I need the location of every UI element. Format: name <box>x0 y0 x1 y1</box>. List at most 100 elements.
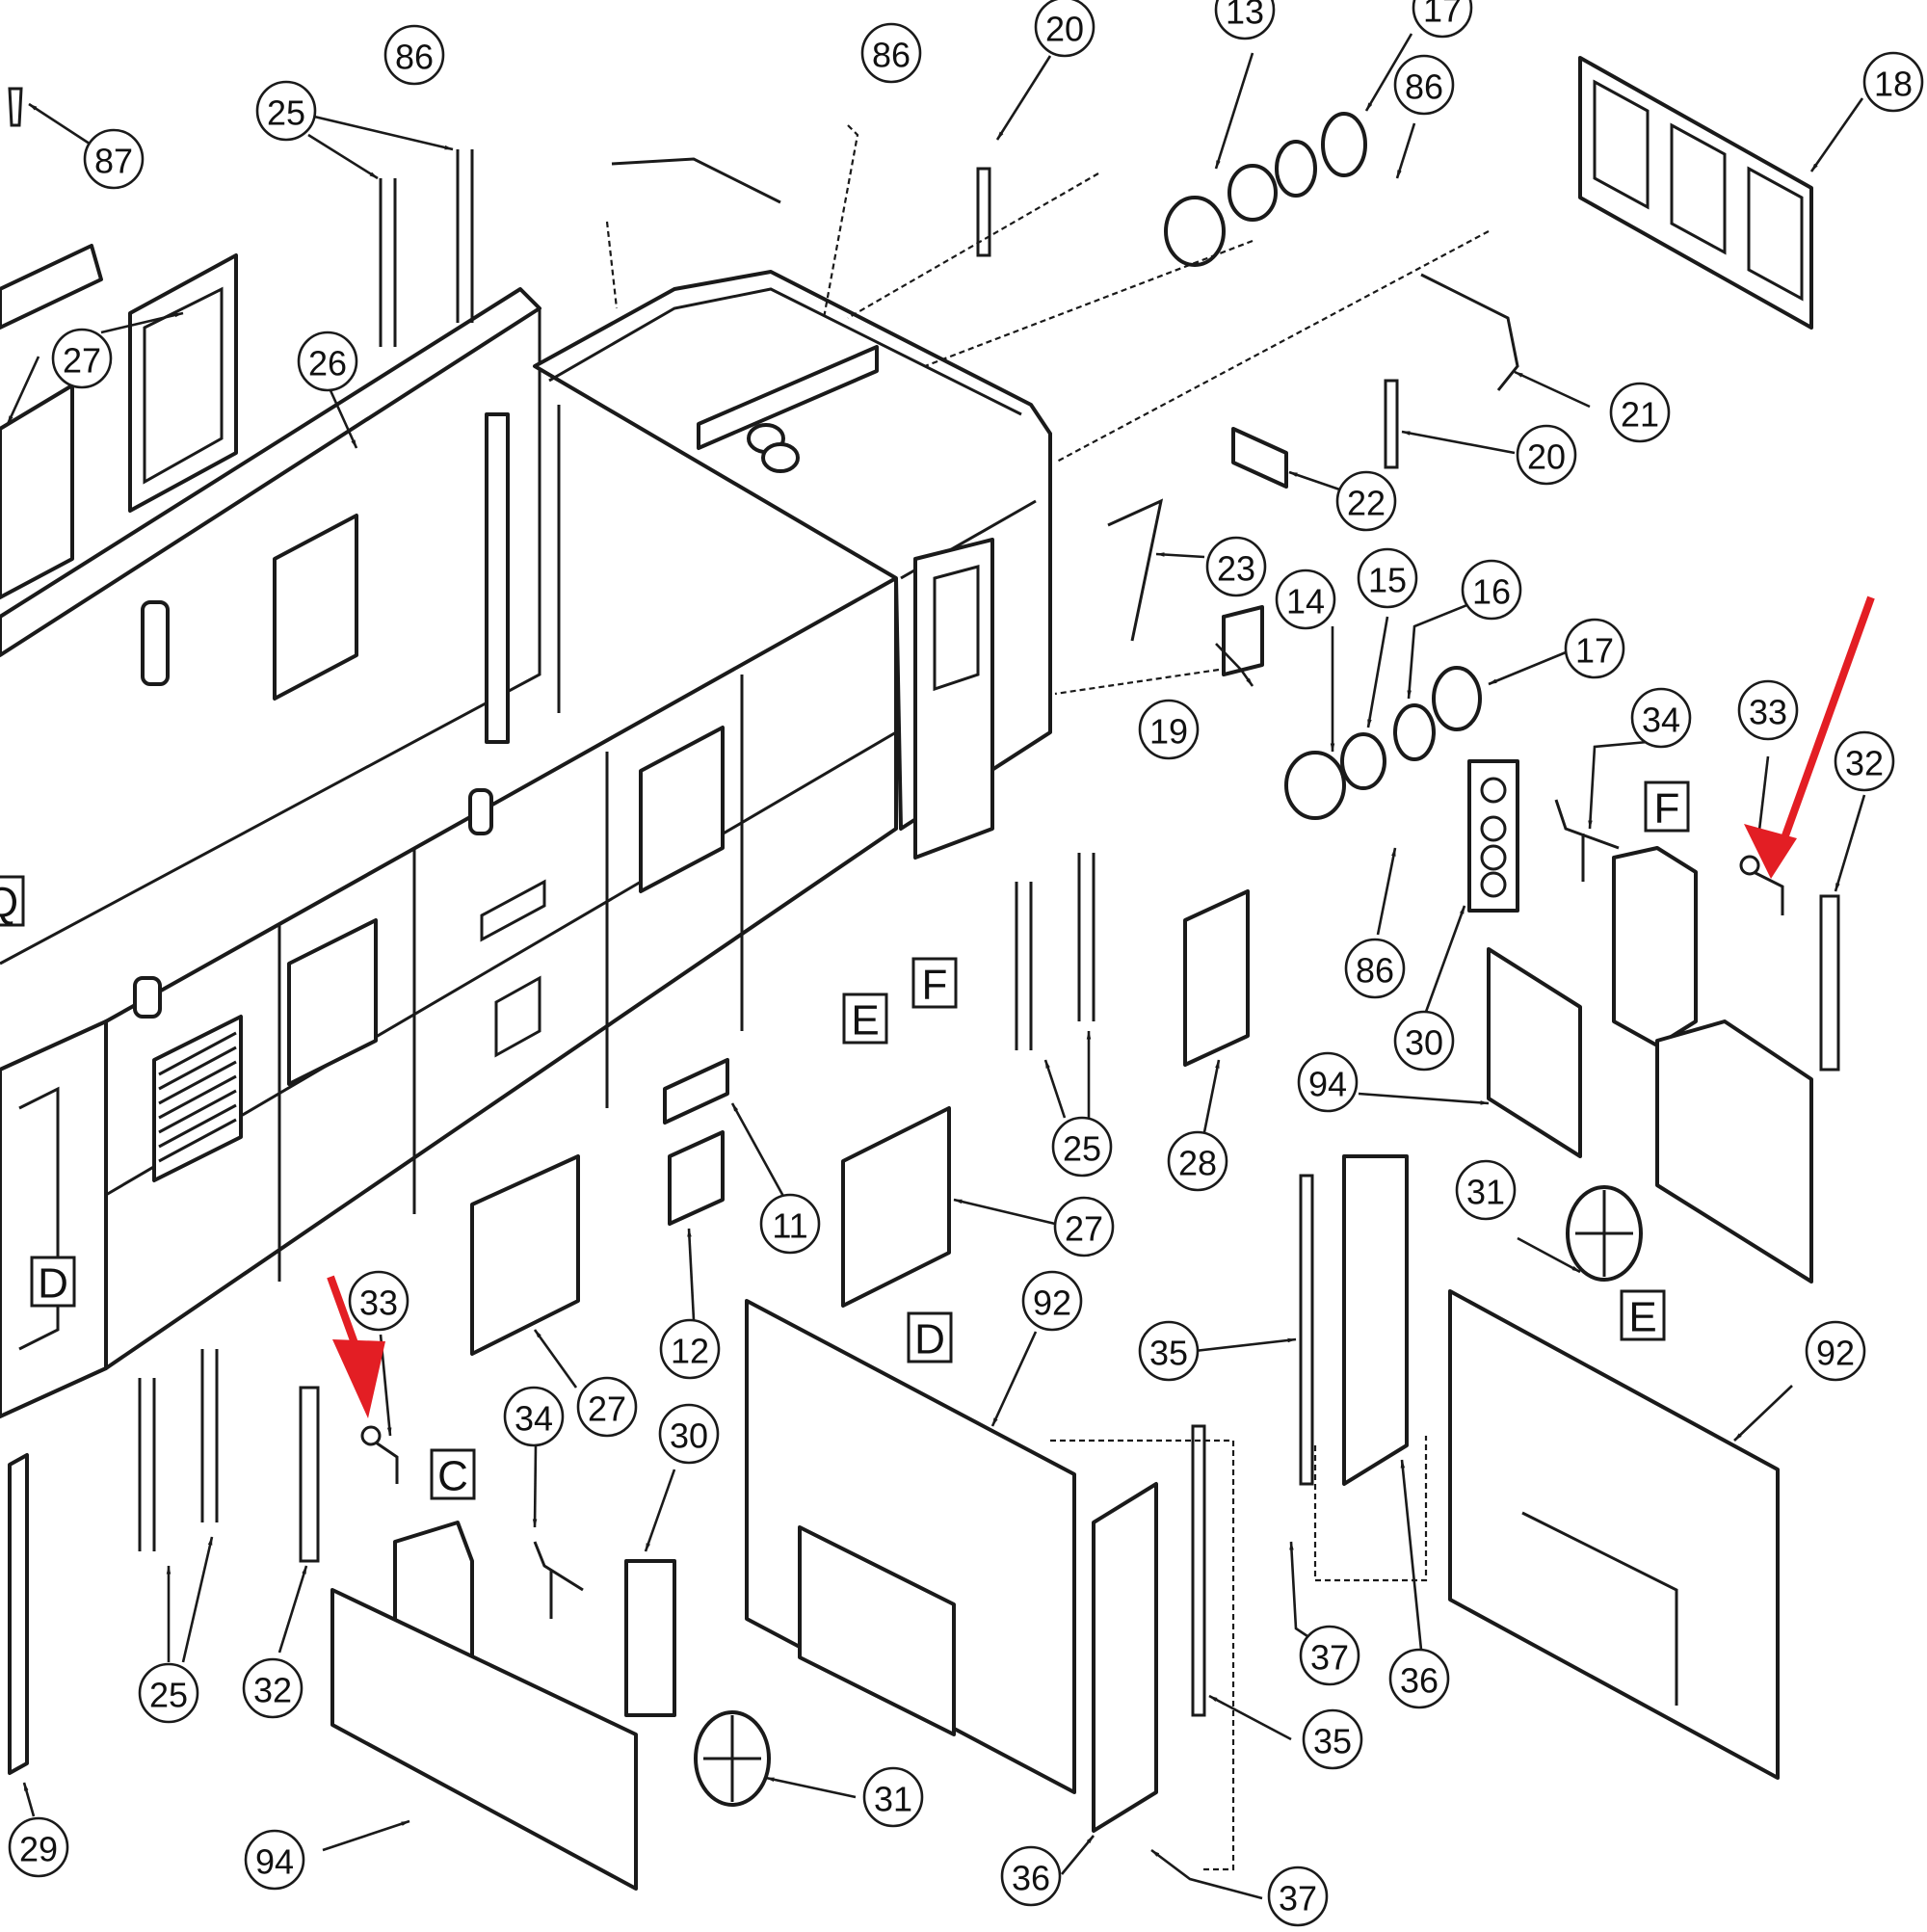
headlight-ring-a <box>1275 140 1317 198</box>
callout-17: 17 <box>1412 0 1473 39</box>
reference-box-C: C <box>430 1448 476 1500</box>
reference-box-label: F <box>922 962 948 1009</box>
callout-circle <box>1051 1116 1113 1178</box>
leader-94a <box>1358 1092 1490 1105</box>
callout-label: 11 <box>772 1206 807 1246</box>
callout-23: 23 <box>1205 536 1267 597</box>
leader-dashed-13 <box>847 172 1099 319</box>
reference-box-E: E <box>1620 1289 1666 1341</box>
nose-stub <box>133 976 162 1019</box>
leader-27a-1 <box>100 311 184 334</box>
callout-label: 32 <box>253 1671 292 1710</box>
red-arrow-part-33-right <box>1744 595 1875 879</box>
callout-12: 12 <box>659 1318 721 1380</box>
leader-31b <box>765 1776 857 1799</box>
hood-panel-dividers <box>277 675 744 1282</box>
reference-box-label: D <box>914 1316 945 1363</box>
callout-circle <box>1393 1010 1455 1072</box>
hood-plate-opening <box>480 879 546 942</box>
hood-roof-strip <box>0 244 103 330</box>
leader-32a <box>1834 794 1866 892</box>
callout-circle <box>244 1829 305 1891</box>
cab-door-36a <box>1342 1154 1409 1486</box>
callout-label: 33 <box>359 1284 398 1323</box>
callout-label: 86 <box>872 36 911 75</box>
leader-13a <box>1214 52 1254 170</box>
leader-dashed-19 <box>1054 668 1220 696</box>
callout-circle <box>1034 0 1095 58</box>
hood-small-panel <box>494 975 541 1058</box>
callout-label: 18 <box>1874 65 1913 104</box>
pin-33a-head <box>1739 855 1760 876</box>
callout-circle <box>1138 699 1200 760</box>
callout-circle <box>297 331 358 392</box>
callout-16: 16 <box>1461 559 1522 621</box>
callout-circle <box>1275 569 1336 630</box>
callout-label: 27 <box>1065 1209 1103 1249</box>
leader-86c <box>1395 122 1416 179</box>
leader-29 <box>22 1782 36 1817</box>
callout-label: 31 <box>1466 1173 1505 1212</box>
callout-circle <box>1737 679 1799 741</box>
cab-end-panel-92a <box>745 1299 1076 1794</box>
leader-11 <box>730 1102 787 1201</box>
callout-22: 22 <box>1335 470 1397 532</box>
callout-36: 36 <box>1388 1648 1450 1709</box>
leader-lines <box>6 33 1866 1900</box>
cab-door-window <box>933 565 980 692</box>
bracket-20a <box>976 167 991 257</box>
cab-side-door <box>913 538 994 860</box>
callout-label: 31 <box>874 1780 912 1819</box>
callout-20: 20 <box>1516 424 1577 486</box>
callout-32: 32 <box>1834 730 1895 792</box>
bell-bracket-19 <box>1222 605 1264 676</box>
leader-36a <box>1400 1459 1423 1651</box>
grab-iron-25b <box>456 149 474 323</box>
headlight-housing-14 <box>1284 751 1346 820</box>
marker-light-2 <box>1480 815 1507 842</box>
callout-label: 17 <box>1423 0 1462 30</box>
leader-36b <box>1060 1835 1095 1875</box>
callout-circle <box>1167 1130 1228 1192</box>
callout-30: 30 <box>658 1403 720 1465</box>
callout-18: 18 <box>1862 51 1924 113</box>
handle-32a <box>1819 894 1840 1072</box>
callout-25: 25 <box>255 80 317 142</box>
leader-25a-1 <box>307 133 379 180</box>
callout-label: 86 <box>1356 951 1394 991</box>
callout-circle <box>658 1403 720 1465</box>
windshield-18-panes <box>1593 79 1804 302</box>
callout-33: 33 <box>348 1270 409 1332</box>
callout-label: 34 <box>1642 701 1680 740</box>
callout-label: 29 <box>19 1830 58 1869</box>
callout-label: 37 <box>1310 1638 1349 1678</box>
callout-circle <box>659 1318 721 1380</box>
callout-label: 28 <box>1178 1144 1217 1183</box>
leader-35b <box>1208 1694 1292 1741</box>
callout-circle <box>1393 54 1455 116</box>
window-frame-27d <box>470 1154 580 1356</box>
callout-label: 86 <box>395 38 434 77</box>
callout-36: 36 <box>1000 1845 1062 1907</box>
grab-iron-25b1 <box>1015 882 1033 1050</box>
window-28 <box>1183 889 1250 1067</box>
nose-side <box>0 1019 108 1418</box>
cab-door-36b <box>1092 1482 1158 1833</box>
callout-label: 16 <box>1472 572 1511 612</box>
red-arrow-head-right <box>1744 824 1797 879</box>
leader-25c-2 <box>181 1536 214 1663</box>
assembly-dashed-guides <box>1050 1436 1428 1871</box>
callout-circle <box>348 1270 409 1332</box>
callout-circle <box>1564 618 1625 679</box>
leader-21 <box>1514 370 1591 409</box>
leader-92a <box>990 1331 1038 1427</box>
handrail-23 <box>1107 498 1164 642</box>
callout-27: 27 <box>1053 1196 1115 1257</box>
locomotive-body <box>0 270 1052 1418</box>
exhaust-stack <box>485 412 510 744</box>
hood-window-2 <box>639 726 725 893</box>
pin-33a-shaft <box>1753 870 1784 915</box>
marker-light-box-30b <box>624 1559 676 1717</box>
